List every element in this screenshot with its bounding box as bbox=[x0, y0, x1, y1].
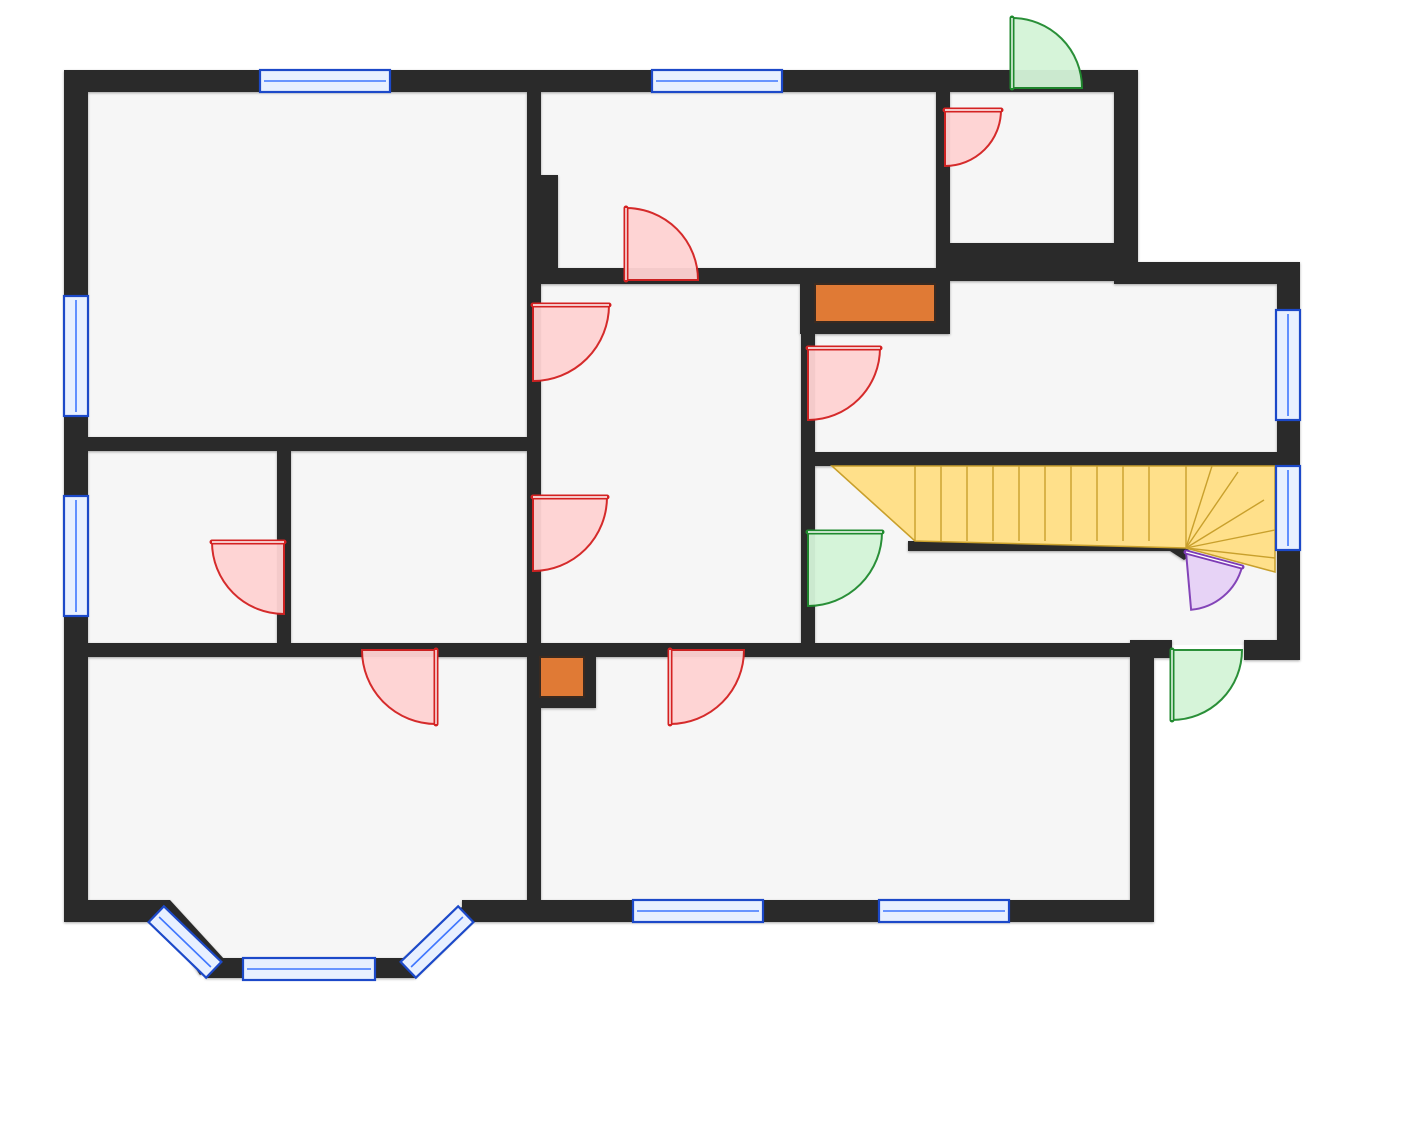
door-icon bbox=[805, 345, 883, 422]
interior-wall-right-middle bbox=[815, 452, 1279, 466]
window-icon bbox=[1274, 464, 1302, 552]
exterior-door-icon bbox=[805, 529, 885, 608]
interior-wall-closet-bottom bbox=[936, 243, 1128, 281]
exterior-wall-bottom-right bbox=[462, 900, 1154, 922]
exterior-door-icon bbox=[1169, 647, 1244, 723]
window-icon bbox=[1274, 308, 1302, 422]
window-icon bbox=[241, 956, 377, 982]
exterior-wall-right-upper bbox=[1114, 70, 1138, 266]
door-icon bbox=[942, 107, 1004, 168]
door-icon bbox=[530, 494, 610, 573]
window-icon bbox=[258, 68, 392, 94]
window-icon bbox=[399, 904, 475, 980]
exterior-wall-step bbox=[1114, 262, 1300, 284]
exterior-wall-right-bottom bbox=[1244, 640, 1300, 660]
windows bbox=[62, 68, 1302, 982]
door-icon bbox=[667, 647, 746, 727]
window-icon bbox=[650, 68, 784, 94]
window-icon bbox=[62, 494, 90, 618]
door-icon bbox=[360, 647, 439, 727]
interior-wall-left-middle bbox=[88, 437, 533, 451]
doors bbox=[209, 15, 1245, 727]
door-icon bbox=[209, 539, 287, 616]
chimney-icon bbox=[539, 656, 585, 698]
window-icon bbox=[877, 898, 1011, 924]
exterior-wall-top bbox=[64, 70, 1138, 92]
interior-wall-jog bbox=[536, 175, 558, 275]
chimney-icon bbox=[814, 283, 936, 323]
interior-wall-lower-center bbox=[527, 650, 541, 912]
exterior-door-icon bbox=[1009, 15, 1084, 91]
stairs-icon bbox=[830, 465, 1276, 573]
interior-wall-lower bbox=[88, 643, 1144, 657]
exterior-wall-right-lower bbox=[1130, 645, 1154, 922]
exterior-wall-bottom-left bbox=[64, 900, 164, 922]
window-icon bbox=[147, 904, 223, 980]
window-icon bbox=[631, 898, 765, 924]
door-icon bbox=[623, 205, 700, 283]
window-icon bbox=[62, 294, 90, 418]
stair-door-icon bbox=[1183, 549, 1245, 611]
door-icon bbox=[530, 302, 612, 383]
